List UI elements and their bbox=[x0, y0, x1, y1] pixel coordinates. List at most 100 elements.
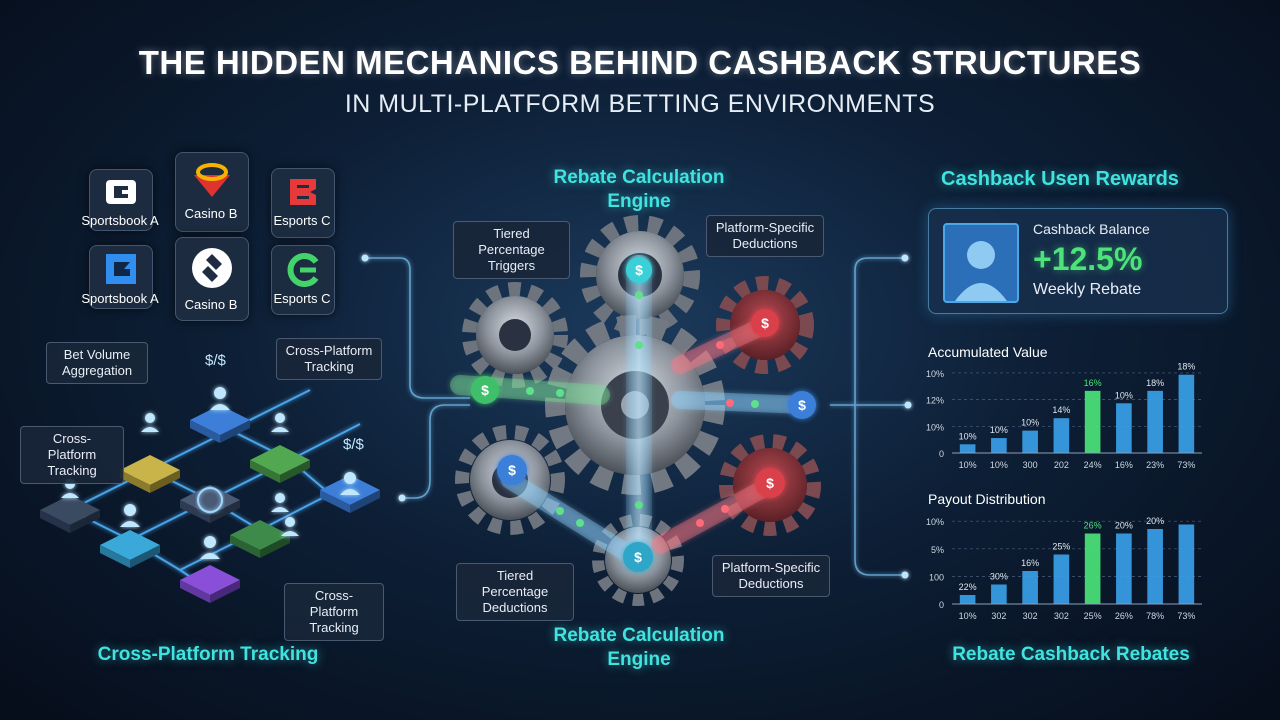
platform-card-casino-b[interactable] bbox=[175, 152, 249, 232]
platform-card-esports-c[interactable] bbox=[271, 168, 335, 238]
cross-platform-tag: Cross-Platform Tracking bbox=[20, 426, 124, 484]
gear bbox=[462, 282, 568, 388]
rewards-header: Cashback Usen Rewards bbox=[941, 168, 1179, 190]
x-tick-label: 10% bbox=[959, 460, 977, 470]
coin-icon bbox=[623, 542, 653, 572]
x-tick-label: 26% bbox=[1115, 611, 1133, 621]
platform-card-sportsbook-a-2[interactable] bbox=[89, 245, 153, 309]
engine-tag-platform-deductions: Platform-Specific Deductions bbox=[712, 555, 830, 597]
bar bbox=[1147, 529, 1163, 604]
data-label: 30% bbox=[990, 572, 1008, 582]
data-label: 26% bbox=[1084, 521, 1102, 531]
data-label: 18% bbox=[1177, 362, 1195, 372]
sportsbook-logo-icon bbox=[106, 254, 136, 284]
user-icon bbox=[61, 387, 360, 559]
bar bbox=[991, 584, 1007, 604]
bar bbox=[1147, 390, 1163, 453]
x-tick-label: 10% bbox=[990, 460, 1008, 470]
platform-card-esports-c-2[interactable] bbox=[271, 245, 335, 315]
coin-symbol: $ bbox=[766, 475, 774, 491]
coin-symbol: $ bbox=[798, 397, 806, 413]
data-dot bbox=[526, 291, 759, 527]
y-tick-label: 0 bbox=[939, 600, 944, 610]
network-node bbox=[250, 445, 310, 483]
bar bbox=[1084, 533, 1101, 604]
x-tick-label: 73% bbox=[1177, 611, 1195, 621]
bar bbox=[959, 595, 976, 604]
coin-symbol: $ bbox=[481, 382, 489, 398]
bar bbox=[1053, 554, 1070, 604]
data-label: 16% bbox=[1021, 558, 1039, 568]
page-title: THE HIDDEN MECHANICS BEHIND CASHBACK STR… bbox=[138, 44, 1142, 81]
casino-logo-icon bbox=[192, 248, 232, 288]
coin-icon bbox=[471, 376, 499, 404]
coin-symbol: $ bbox=[761, 315, 769, 331]
bar bbox=[1084, 390, 1101, 453]
accumulated-value-chart: 010%12%10%10%10%10%10%10%30014%20216%24%… bbox=[926, 362, 1202, 470]
coin-symbol: $ bbox=[508, 462, 516, 478]
data-flow-tube bbox=[450, 255, 814, 564]
y-tick-label: 0 bbox=[939, 449, 944, 459]
platform-card-sportsbook-a[interactable] bbox=[89, 169, 153, 231]
coin-icon bbox=[626, 257, 652, 283]
platform-label: Sportsbook A bbox=[81, 291, 159, 306]
casino-logo-icon bbox=[194, 163, 230, 197]
coin-icon bbox=[755, 468, 785, 498]
y-tick-label: 10% bbox=[926, 369, 944, 379]
x-tick-label: 25% bbox=[1084, 611, 1102, 621]
network-node bbox=[100, 530, 160, 568]
network-node bbox=[180, 565, 240, 603]
bar bbox=[1178, 374, 1195, 453]
x-tick-label: 24% bbox=[1084, 460, 1102, 470]
bar bbox=[1022, 571, 1038, 604]
data-label: 14% bbox=[1052, 405, 1070, 415]
balance-label: Cashback Balance bbox=[1033, 221, 1150, 237]
y-tick-label: 12% bbox=[926, 396, 944, 406]
page-subtitle: IN MULTI-PLATFORM BETTING ENVIRONMENTS bbox=[344, 90, 936, 118]
avatar bbox=[943, 223, 1019, 303]
y-tick-label: 10% bbox=[926, 422, 944, 432]
data-label: 10% bbox=[990, 425, 1008, 435]
platform-label: Sportsbook A bbox=[81, 213, 159, 228]
coin-symbol: $ bbox=[634, 549, 642, 565]
coin-icon bbox=[497, 455, 527, 485]
y-tick-label: 100 bbox=[929, 572, 944, 582]
engine-tag-tiered-triggers: Tiered Percentage Triggers bbox=[453, 221, 570, 279]
data-label: 22% bbox=[959, 582, 977, 592]
bar bbox=[1022, 430, 1038, 453]
bet-volume-tag: Bet Volume Aggregation bbox=[46, 342, 148, 384]
data-label: 10% bbox=[959, 431, 977, 441]
network-node bbox=[120, 455, 180, 493]
data-label: 25% bbox=[1052, 542, 1070, 552]
cross-platform-network bbox=[40, 387, 380, 603]
platform-card-casino-b-2[interactable] bbox=[175, 237, 249, 321]
bar bbox=[1116, 533, 1132, 604]
esports-logo-icon bbox=[290, 179, 316, 205]
payout-distribution-chart: 01005%10%22%10%30%30216%30225%30226%25%2… bbox=[926, 516, 1202, 621]
x-tick-label: 16% bbox=[1115, 460, 1133, 470]
esports-logo-icon bbox=[287, 253, 319, 287]
sportsbook-logo-icon bbox=[106, 180, 136, 204]
user-icon bbox=[955, 241, 1007, 301]
data-label: 20% bbox=[1146, 516, 1164, 526]
engine-tag-tiered-deductions: Tiered Percentage Deductions bbox=[456, 563, 574, 621]
x-tick-label: 302 bbox=[1054, 611, 1069, 621]
rewards-footer: Rebate Cashback Rebates bbox=[952, 644, 1190, 665]
network-glyph: $/$ bbox=[343, 436, 364, 453]
network-node bbox=[230, 520, 290, 558]
rebate-engine-gears: $ $ $ $ $ $ $ bbox=[450, 215, 821, 606]
cashback-balance-card[interactable]: Cashback Balance +12.5% Weekly Rebate bbox=[928, 208, 1228, 314]
data-label: 18% bbox=[1146, 378, 1164, 388]
bar bbox=[959, 444, 976, 453]
x-tick-label: 23% bbox=[1146, 460, 1164, 470]
balance-value: +12.5% bbox=[1033, 241, 1143, 277]
platform-label: Esports C bbox=[273, 213, 331, 228]
engine-title-bottom: Rebate Calculation Engine bbox=[553, 625, 725, 670]
data-label: 20% bbox=[1115, 521, 1133, 531]
chart-title: Payout Distribution bbox=[928, 491, 1046, 507]
x-tick-label: 202 bbox=[1054, 460, 1069, 470]
network-node bbox=[180, 485, 240, 523]
network-node bbox=[40, 495, 100, 533]
bar bbox=[1053, 418, 1070, 453]
engine-title-top: Rebate Calculation Engine bbox=[553, 167, 725, 212]
